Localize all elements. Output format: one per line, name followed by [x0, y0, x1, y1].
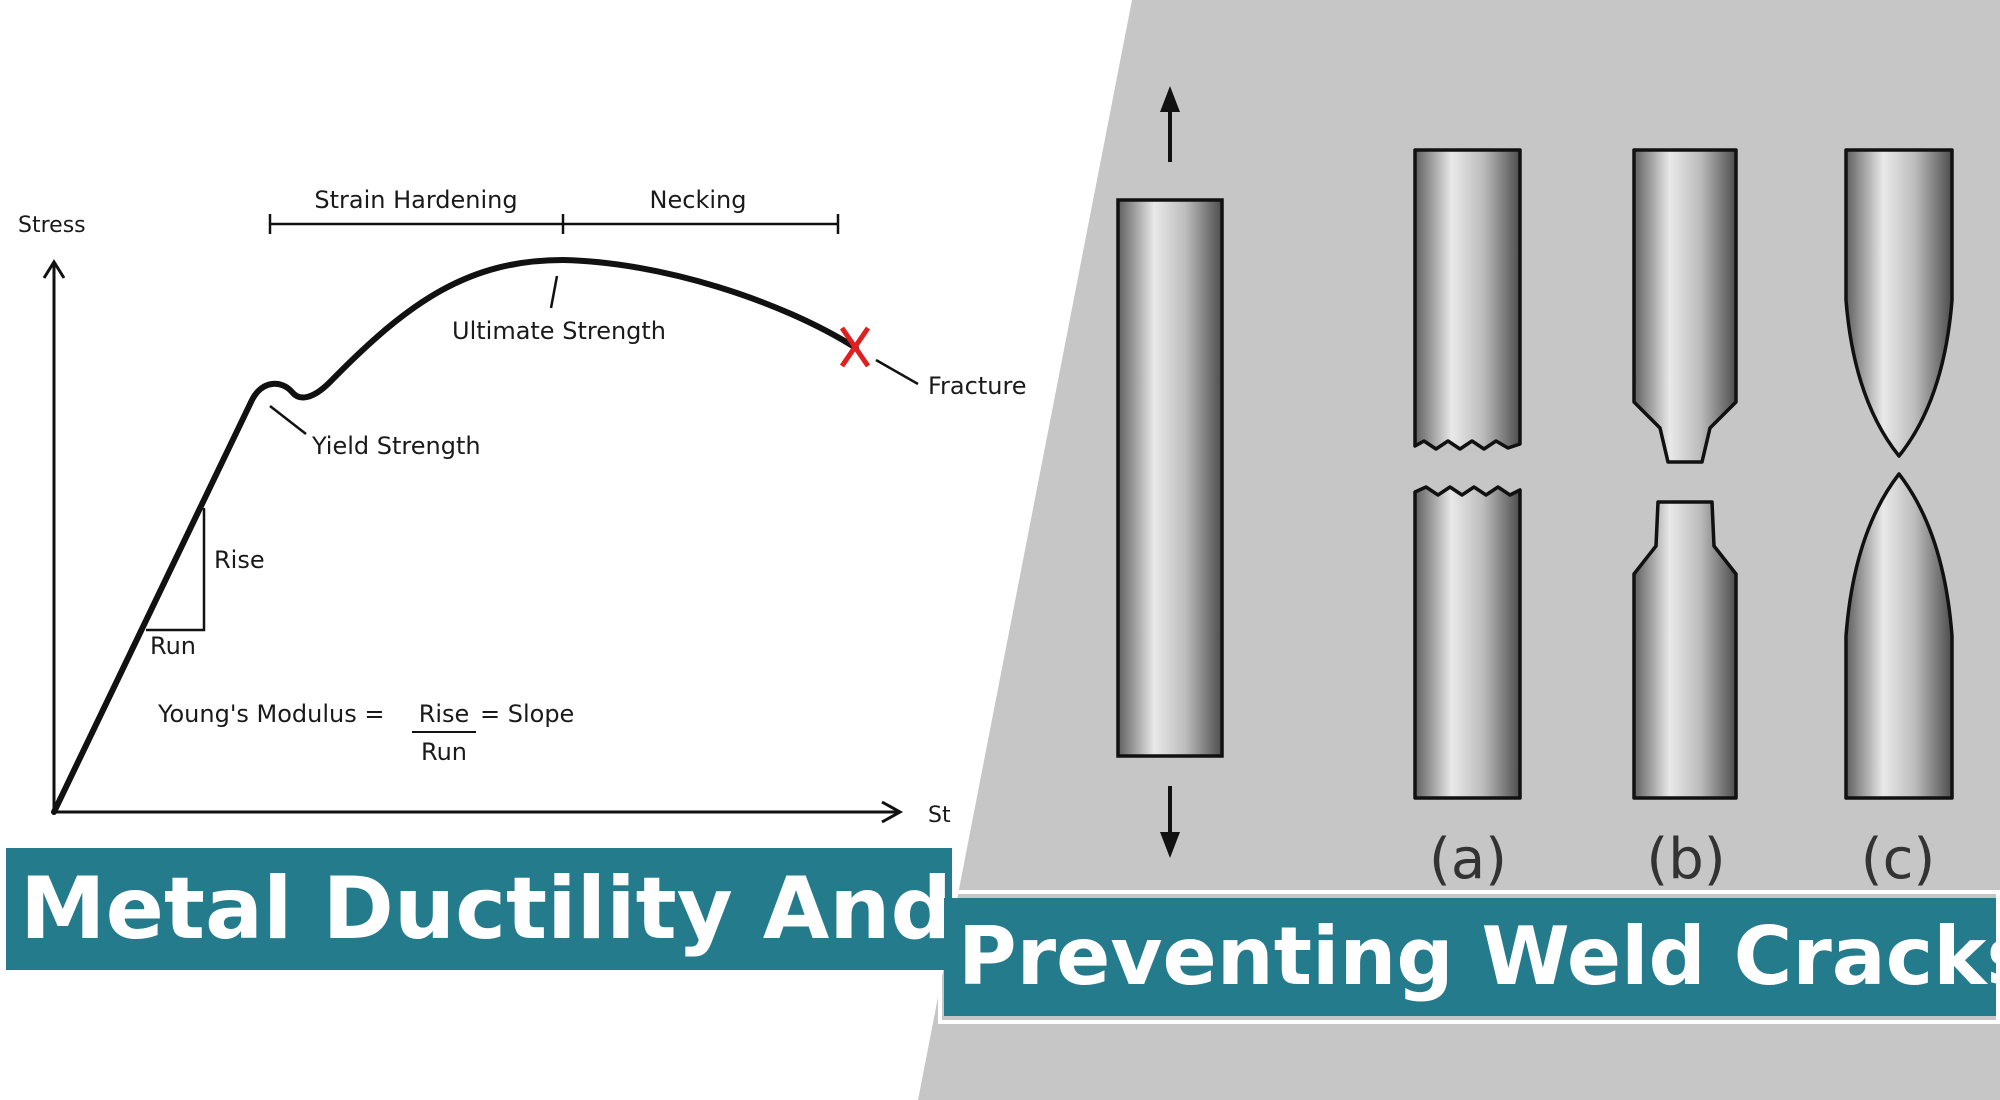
fracture-mark [839, 326, 871, 368]
fracture-label: Fracture [928, 372, 1027, 400]
arrow-up-head [1160, 86, 1180, 112]
x-axis-label: St [928, 803, 951, 828]
formula-denominator: Run [421, 738, 467, 766]
y-axis-arrow [42, 259, 66, 279]
formula-right: = Slope [480, 700, 574, 728]
title-banner-line-1: Metal Ductility And [6, 848, 952, 970]
fracture-pointer [875, 358, 919, 386]
formula-numerator: Rise [419, 700, 470, 728]
necking-label: Necking [650, 186, 747, 214]
specimen-b-bottom [1632, 500, 1738, 800]
specimen-b-top [1632, 148, 1738, 464]
yield-strength-label: Yield Strength [311, 432, 481, 460]
specimen-b-label: (b) [1646, 827, 1725, 892]
specimen-a-label: (a) [1429, 827, 1507, 892]
stress-strain-diagram: Stress St Rise Run Strain Hardening Neck… [18, 186, 1027, 828]
specimen-c-top [1844, 148, 1954, 458]
x-axis-arrow [881, 800, 904, 824]
arrow-down-head [1160, 832, 1180, 858]
ultimate-strength-pointer [549, 275, 559, 309]
formula-left: Young's Modulus = [157, 700, 385, 728]
run-label: Run [150, 632, 196, 660]
specimen-a-bottom [1413, 485, 1522, 800]
intact-specimen [1116, 198, 1224, 758]
specimen-c-bottom [1844, 472, 1954, 800]
strain-hardening-label: Strain Hardening [314, 186, 517, 214]
slope-triangle [146, 508, 206, 632]
y-axis-label: Stress [18, 213, 86, 238]
tensile-specimens: (a) (b) (c) [1116, 86, 1954, 892]
rise-label: Rise [214, 546, 265, 574]
specimen-c-label: (c) [1861, 827, 1935, 892]
title-banner-line-2: Preventing Weld Cracks [944, 898, 1996, 1016]
ultimate-strength-label: Ultimate Strength [452, 317, 666, 345]
stress-strain-curve [51, 257, 859, 815]
yield-strength-pointer [269, 405, 307, 435]
specimen-a-top [1413, 148, 1522, 451]
